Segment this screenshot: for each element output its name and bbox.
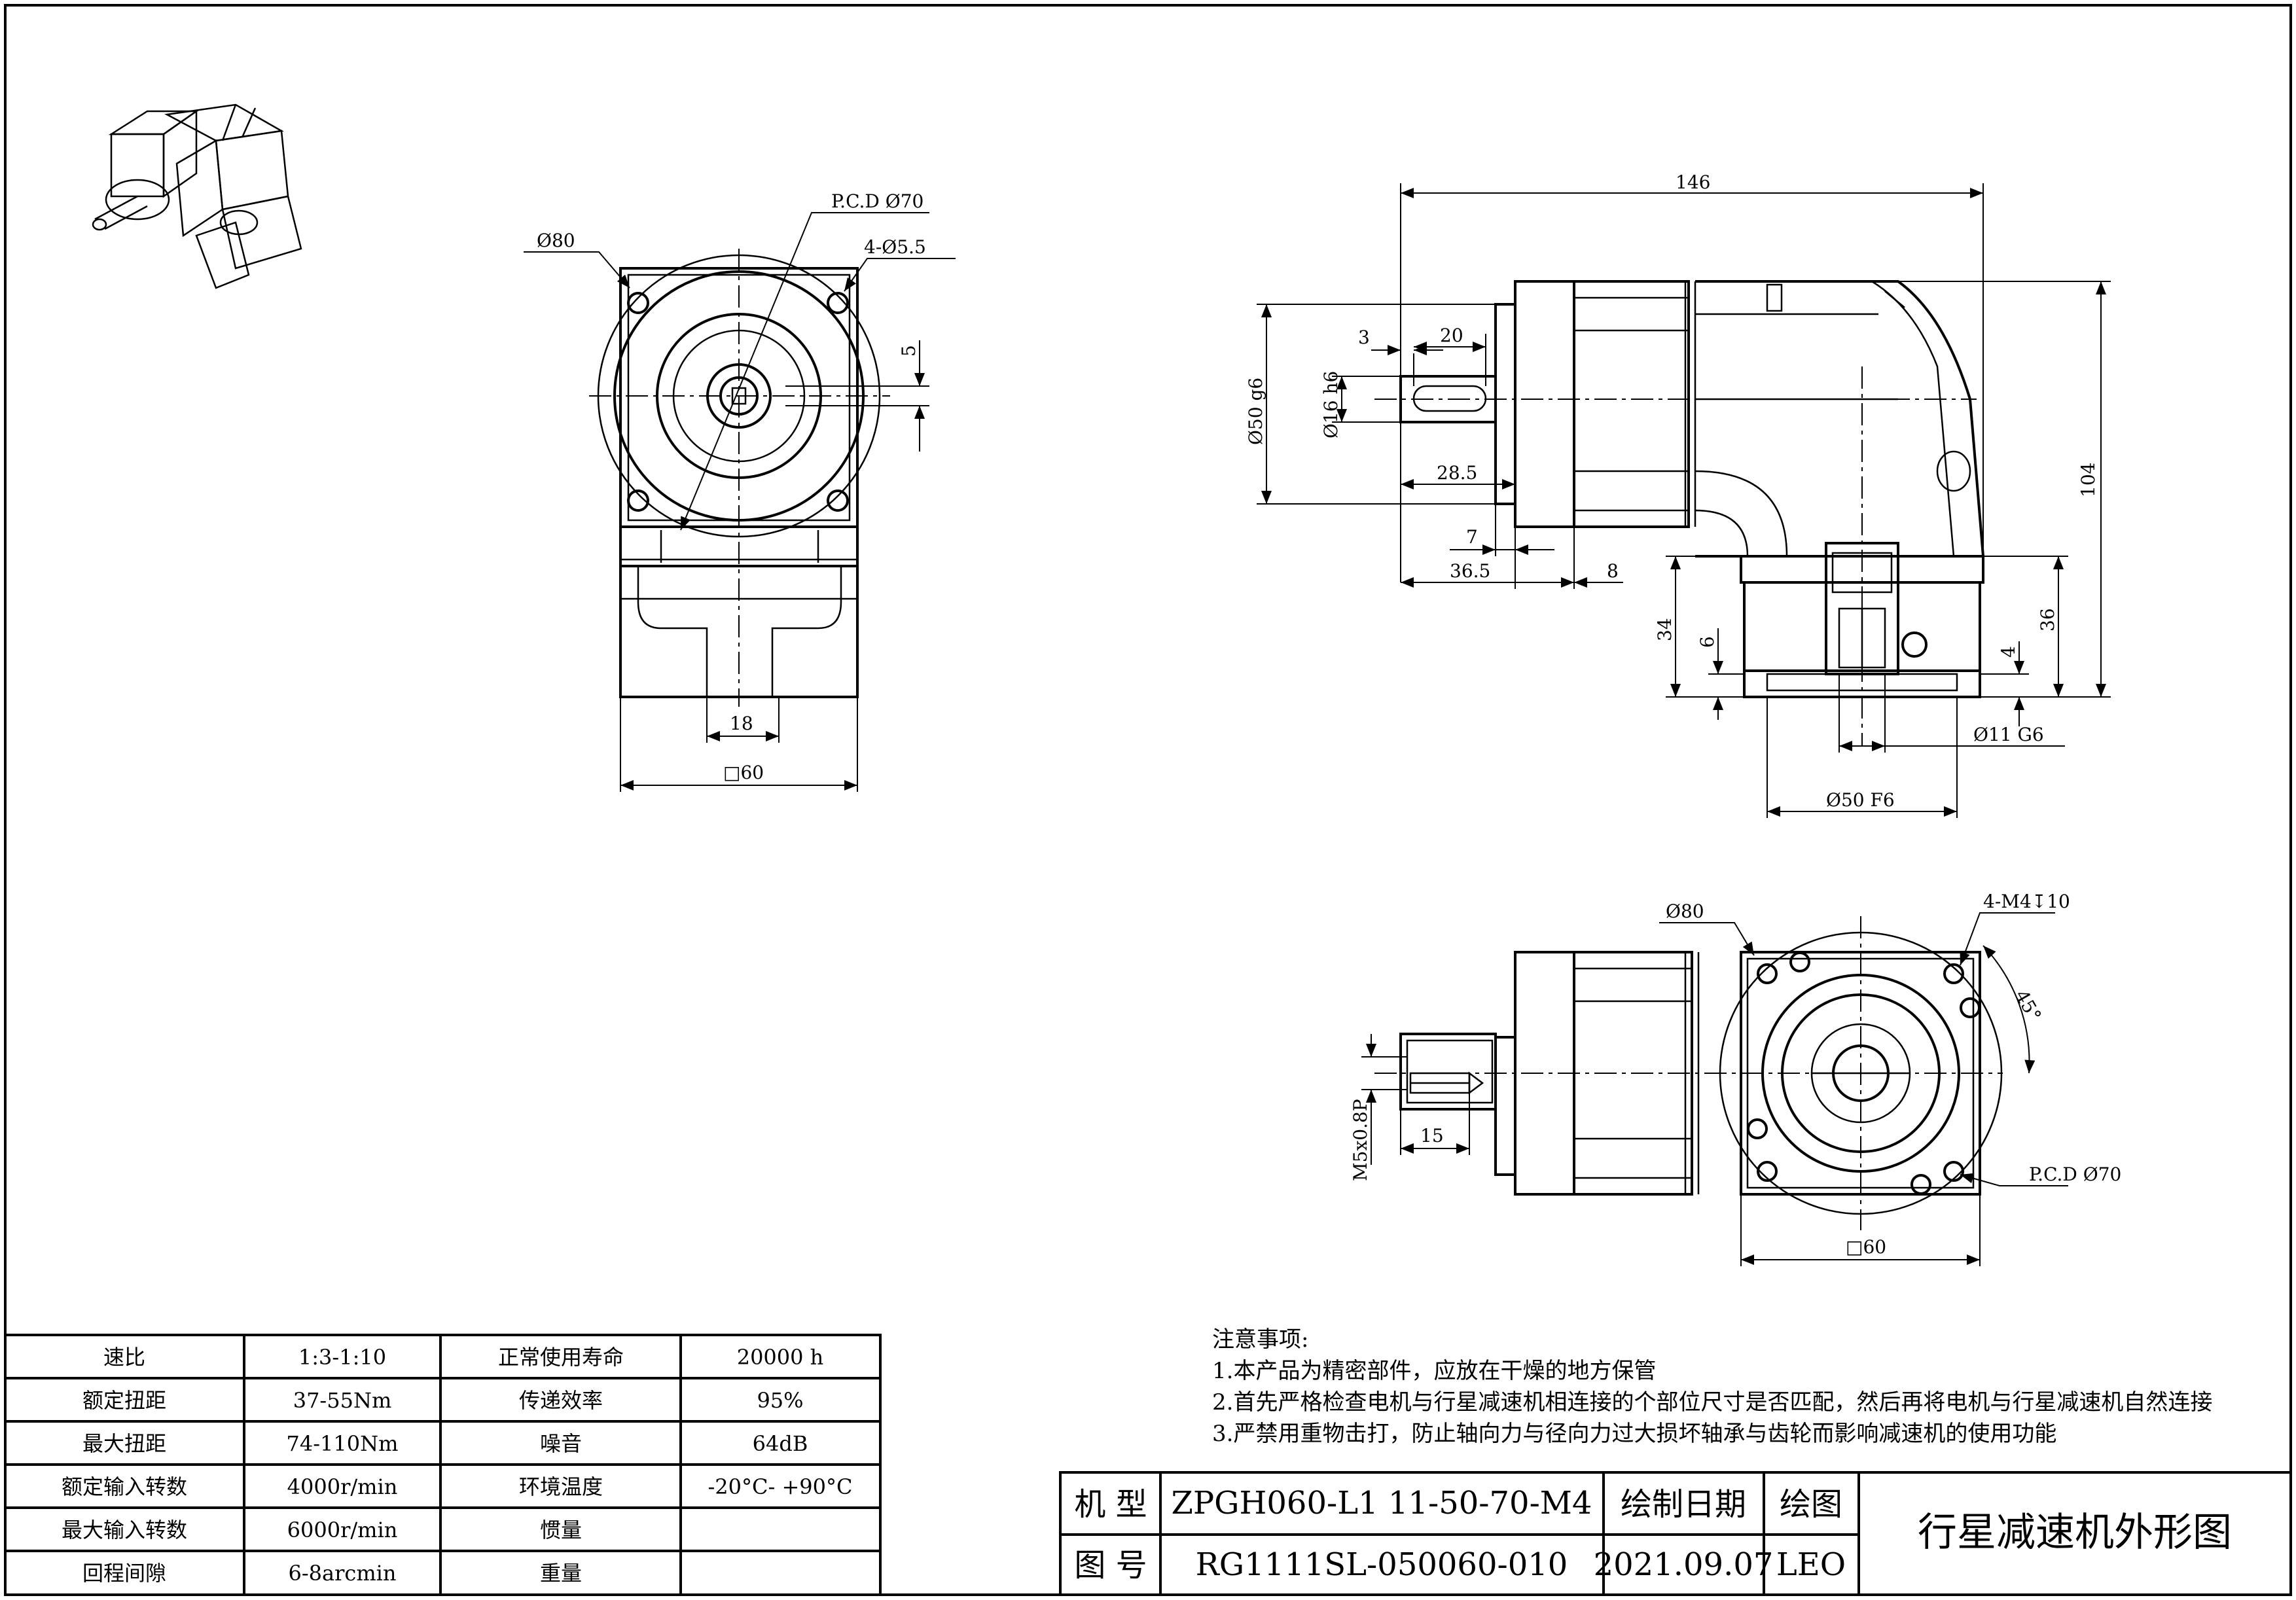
notes-item-1: 1.本产品为精密部件，应放在干燥的地方保管 (1212, 1358, 1656, 1384)
spec-value-efficiency: 95% (757, 1388, 803, 1413)
bottom-pcd: P.C.D Ø70 (2029, 1164, 2121, 1185)
mount-hole-bl (627, 489, 649, 512)
side-d28-5: 28.5 (1437, 462, 1477, 484)
side-d3: 3 (1358, 327, 1370, 348)
side-d7: 7 (1466, 526, 1478, 548)
spec-label-rated-speed: 额定输入转数 (62, 1474, 187, 1499)
spec-value-max-torque: 74-110Nm (287, 1431, 399, 1456)
spec-table: 速比 1:3-1:10 正常使用寿命 20000 h 额定扭距 37-55Nm … (4, 1334, 882, 1596)
spec-label-backlash: 回程间隙 (82, 1561, 166, 1586)
spec-label-weight: 重量 (540, 1561, 582, 1586)
side-d6: 6 (1696, 636, 1718, 648)
side-shaft-dia: Ø16 h6 (1320, 371, 1342, 438)
side-overall-length: 146 (1676, 171, 1710, 193)
title-block: 机 型 ZPGH060-L1 11-50-70-M4 绘制日期 绘图 行星减速机… (1059, 1471, 2292, 1596)
drawn-by-label: 绘图 (1780, 1486, 1842, 1523)
spec-label-inertia: 惯量 (540, 1518, 582, 1542)
drawn-date-label: 绘制日期 (1621, 1486, 1746, 1523)
spec-label-noise: 噪音 (540, 1431, 582, 1456)
spec-value-temperature: -20°C- +90°C (708, 1474, 852, 1499)
front-view: Ø80 P.C.D Ø70 4-Ø5.5 5 18 □60 (524, 190, 956, 792)
side-pilot-dia: Ø50 g6 (1245, 378, 1266, 445)
mount-hole-tr (827, 292, 849, 314)
drawing-title: 行星减速机外形图 (1918, 1510, 2232, 1556)
spec-value-backlash: 6-8arcmin (288, 1561, 396, 1586)
spec-label-max-torque: 最大扭距 (82, 1431, 166, 1456)
notes: 注意事项: 1.本产品为精密部件，应放在干燥的地方保管 2.首先严格检查电机与行… (1212, 1326, 2212, 1447)
side-d36-5: 36.5 (1450, 560, 1490, 582)
side-height: 104 (2077, 463, 2099, 497)
isometric-thumbnail (92, 103, 302, 289)
bottom-flange-dia: Ø80 (1666, 900, 1704, 922)
notes-heading: 注意事项: (1212, 1326, 1308, 1353)
side-input-pilot: Ø50 F6 (1826, 789, 1895, 811)
bottom-square: □60 (1846, 1236, 1886, 1258)
spec-label-efficiency: 传递效率 (519, 1388, 603, 1413)
date-value: 2021.09.07 (1594, 1546, 1774, 1583)
side-d20: 20 (1440, 325, 1463, 346)
front-holes: 4-Ø5.5 (864, 236, 926, 258)
bottom-tapped: 4-M4↧10 (1983, 891, 2070, 912)
spec-label-temperature: 环境温度 (519, 1474, 603, 1499)
side-d34: 34 (1654, 618, 1676, 641)
spec-value-max-speed: 6000r/min (287, 1518, 398, 1542)
spec-value-rated-speed: 4000r/min (287, 1474, 398, 1499)
side-d8: 8 (1607, 560, 1619, 582)
drawing-no-label: 图 号 (1074, 1547, 1147, 1584)
spec-value-noise: 64dB (753, 1431, 808, 1456)
side-view: 146 104 Ø50 g6 Ø16 h6 3 20 28.5 7 36.5 8… (1245, 171, 2111, 818)
notes-item-3: 3.严禁用重物击打，防止轴向力与径向力过大损坏轴承与齿轮而影响减速机的使用功能 (1212, 1421, 2056, 1447)
spec-value-life: 20000 h (737, 1345, 824, 1370)
spec-label-ratio: 速比 (103, 1345, 145, 1370)
front-flange-dia: Ø80 (537, 230, 575, 251)
spec-value-rated-torque: 37-55Nm (293, 1388, 392, 1413)
front-square: □60 (723, 762, 764, 783)
spec-label-max-speed: 最大输入转数 (62, 1518, 187, 1542)
mount-hole-br (827, 489, 849, 512)
front-pcd: P.C.D Ø70 (831, 190, 924, 212)
spec-label-rated-torque: 额定扭距 (82, 1388, 166, 1413)
side-d4: 4 (1998, 646, 2019, 658)
side-bore: Ø11 G6 (1973, 724, 2044, 745)
notes-item-2: 2.首先严格检查电机与行星减速机相连接的个部位尺寸是否匹配，然后再将电机与行星减… (1212, 1389, 2212, 1415)
bottom-thread: M5x0.8P (1350, 1099, 1371, 1181)
front-key-width: 18 (730, 713, 753, 734)
bottom-angle: 45° (2011, 986, 2045, 1025)
bottom-d15: 15 (1420, 1125, 1444, 1147)
mount-hole-tl (627, 292, 649, 314)
model-label: 机 型 (1074, 1486, 1147, 1523)
model-value: ZPGH060-L1 11-50-70-M4 (1172, 1485, 1592, 1521)
side-d36: 36 (2037, 608, 2058, 631)
spec-value-ratio: 1:3-1:10 (298, 1345, 386, 1370)
bottom-view: Ø80 4-M4↧10 45° M5x0.8P 15 P.C.D Ø70 □60 (1350, 891, 2121, 1266)
front-key-offset: 5 (898, 345, 920, 357)
author: LEO (1776, 1546, 1846, 1583)
spec-label-life: 正常使用寿命 (498, 1345, 624, 1370)
drawing-no-value: RG1111SL-050060-010 (1196, 1546, 1568, 1583)
